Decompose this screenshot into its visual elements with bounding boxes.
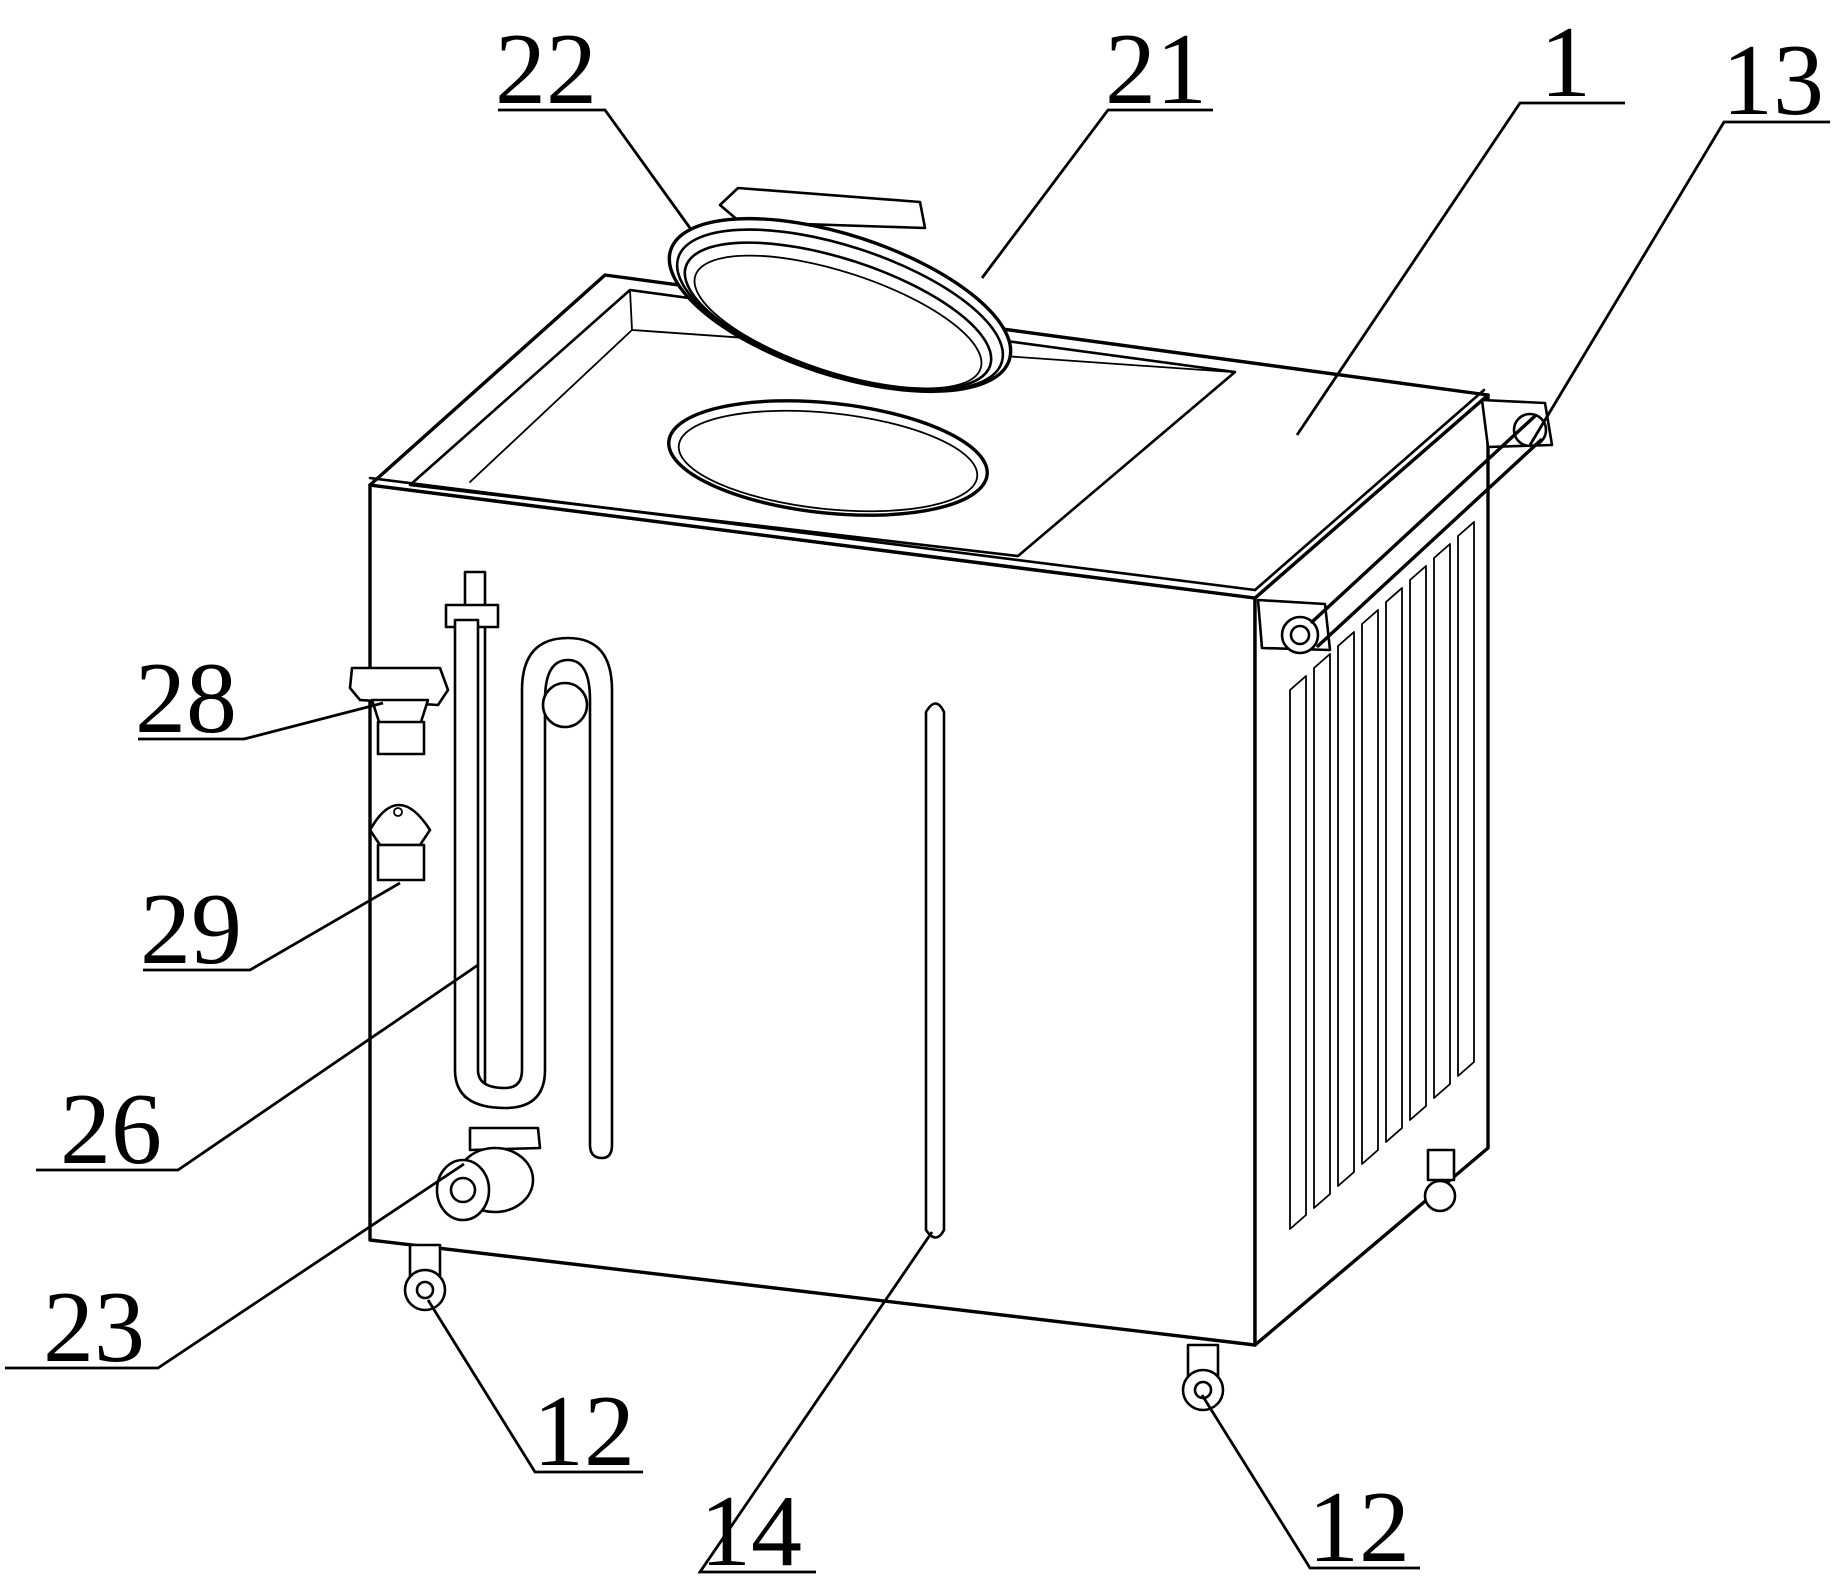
handle-bar: [1310, 414, 1537, 624]
vent-slot: [1337, 631, 1355, 1187]
fitting-28-head: [348, 666, 450, 707]
leader-1: [1295, 101, 1625, 436]
leader-12a: [426, 1299, 643, 1474]
leader-28: [138, 701, 384, 741]
tray-corner: [629, 289, 633, 331]
leader-12b: [1200, 1394, 1420, 1570]
tank-front-face: [368, 483, 1257, 1347]
vent-slot: [1409, 565, 1427, 1121]
lower-fitting: [368, 803, 432, 882]
serpentine-pipe: [444, 570, 614, 1160]
ref-label-28: 28: [135, 642, 237, 755]
leader-14: [697, 1231, 934, 1574]
leader-13: [1528, 120, 1830, 446]
leader-21: [980, 108, 1213, 279]
leader-26: [36, 963, 479, 1172]
upper-fitting: [348, 666, 450, 756]
caster-wheel: [403, 1268, 447, 1312]
leader-23: [5, 1162, 465, 1370]
pipe-serpentine: [453, 618, 614, 1160]
handle-bar-edge: [1316, 438, 1543, 648]
ref-label-12b: 12: [1308, 1471, 1410, 1579]
fill-opening-inner: [677, 409, 979, 513]
vent-slot: [1313, 653, 1331, 1209]
ref-label-22: 22: [495, 13, 597, 126]
vent-slot: [1433, 543, 1451, 1099]
level-slot: [924, 702, 946, 1239]
handle-pivot-front-inner: [1289, 624, 1311, 646]
ref-label-14: 14: [700, 1475, 802, 1579]
valve-handle: [468, 1126, 542, 1152]
caster-wheel: [1181, 1368, 1225, 1412]
top-rim-line-side: [1253, 388, 1486, 592]
ref-label-12a: 12: [533, 1375, 635, 1488]
leader-29: [143, 881, 401, 972]
leader-lines: [5, 101, 1830, 1574]
fitting-28-body: [376, 720, 426, 756]
handle-pivot-front: [1280, 615, 1320, 655]
vent-slot: [1457, 521, 1475, 1077]
lid-inner-ring: [683, 241, 993, 391]
handle-pivot-back: [1512, 412, 1548, 448]
fitting-29-body: [376, 843, 426, 882]
valve-outlet: [435, 1158, 491, 1222]
lid: [667, 186, 1013, 394]
ref-label-21: 21: [1105, 13, 1207, 126]
lid-inner-face: [693, 254, 983, 390]
ref-label-1: 1: [1540, 6, 1591, 119]
vent-slot: [1289, 675, 1307, 1230]
caster-front-left: [403, 1243, 447, 1312]
ref-label-23: 23: [43, 1271, 145, 1384]
caster-front-right: [1181, 1343, 1225, 1412]
pipe-port: [541, 681, 589, 729]
valve-outlet-bore: [449, 1176, 477, 1204]
reference-numerals: 22 21 1 13 28 29 26 23 12 14 12: [43, 6, 1824, 1579]
vent-slot: [1385, 587, 1403, 1143]
caster-mount: [1426, 1148, 1456, 1182]
caster-wheel: [1423, 1179, 1457, 1213]
fill-opening: [667, 399, 989, 517]
leader-22: [498, 108, 692, 229]
ref-label-13: 13: [1722, 24, 1824, 137]
ref-label-26: 26: [60, 1073, 162, 1186]
vent-slots: [1289, 521, 1475, 1230]
vent-slot: [1361, 609, 1379, 1165]
fitting-29-hole: [393, 807, 403, 817]
ref-label-29: 29: [140, 873, 242, 986]
caster-axle: [415, 1280, 435, 1300]
fitting-29-head: [368, 803, 432, 847]
caster-back-right: [1423, 1148, 1457, 1213]
top-tray-outer: [408, 288, 1237, 558]
